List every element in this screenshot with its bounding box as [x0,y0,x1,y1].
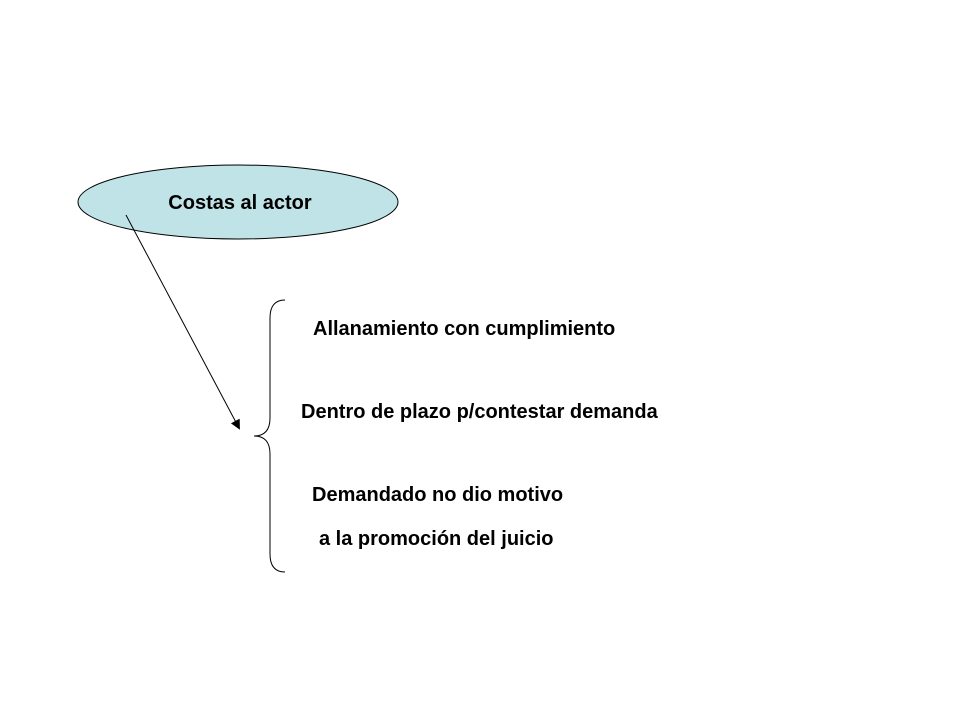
item-label-allanamiento: Allanamiento con cumplimiento [313,318,615,340]
item-label-dentro-de-plazo: Dentro de plazo p/contestar demanda [301,401,659,423]
connector-arrow [125,214,240,430]
curly-brace [253,299,286,573]
item-label-promocion: a la promoción del juicio [319,528,553,550]
ellipse-label: Costas al actor [168,192,312,214]
ellipse-node [77,164,399,240]
item-label-demandado: Demandado no dio motivo [312,484,563,506]
